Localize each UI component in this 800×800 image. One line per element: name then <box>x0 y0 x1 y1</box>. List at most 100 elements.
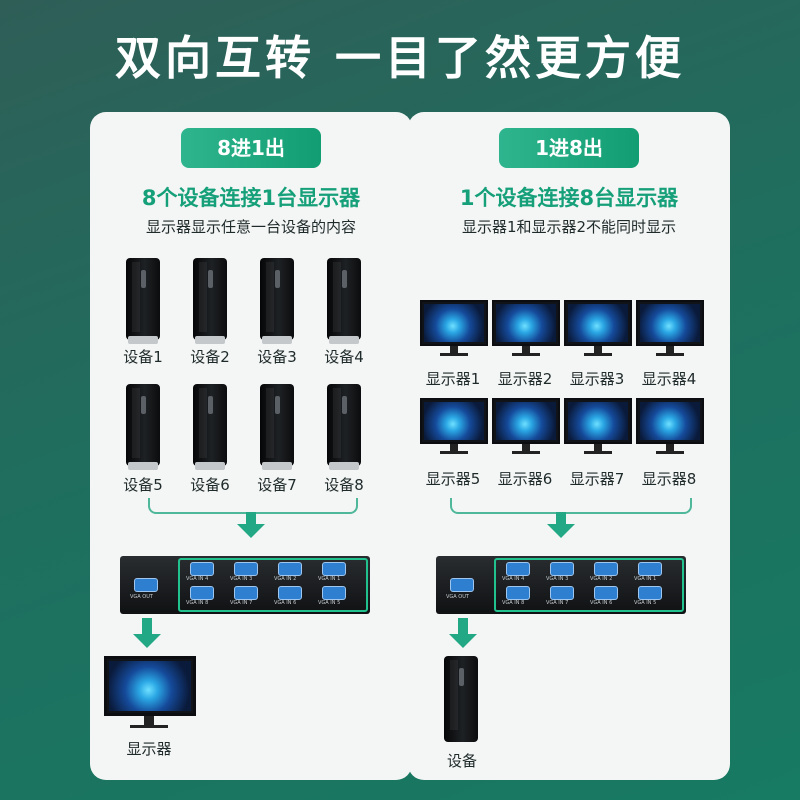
port-label: VGA IN 5 <box>318 600 341 606</box>
device-label: 设备4 <box>324 348 364 366</box>
device-tower-icon <box>260 258 294 340</box>
vga-in-port <box>594 586 618 600</box>
monitor-icon <box>420 398 488 454</box>
monitor-label: 显示器5 <box>425 470 481 488</box>
port-label: VGA IN 6 <box>590 600 613 606</box>
device-base <box>128 336 158 344</box>
device-label: 设备6 <box>190 476 230 494</box>
device-base <box>329 462 359 470</box>
arrow-down-icon <box>133 634 161 648</box>
device-label: 设备2 <box>190 348 230 366</box>
vga-in-port <box>322 586 346 600</box>
device-base <box>329 336 359 344</box>
vga-in-port <box>506 562 530 576</box>
arrow-down-icon <box>237 524 265 538</box>
arrow-down-icon <box>458 618 468 634</box>
monitor-stand <box>144 716 154 726</box>
vga-in-port <box>638 586 662 600</box>
vga-in-port <box>550 586 574 600</box>
port-label: VGA IN 8 <box>186 600 209 606</box>
mode-pill: 8进1出 <box>181 128 321 168</box>
device-tower-icon <box>193 384 227 466</box>
vga-switch: VGA OUT VGA IN 4 VGA IN 3 VGA IN 2 VGA I… <box>436 556 686 614</box>
port-label: VGA IN 7 <box>230 600 253 606</box>
port-label: VGA OUT <box>130 594 153 600</box>
monitor-icon <box>492 398 560 454</box>
device-base <box>262 462 292 470</box>
input-port-group <box>178 558 368 612</box>
vga-in-port <box>278 586 302 600</box>
vga-in-port <box>594 562 618 576</box>
vga-in-port <box>278 562 302 576</box>
port-label: VGA IN 5 <box>634 600 657 606</box>
device-label: 设备5 <box>123 476 163 494</box>
monitor-icon <box>636 300 704 356</box>
vga-in-port <box>550 562 574 576</box>
device-base <box>195 336 225 344</box>
monitor-icon <box>636 398 704 454</box>
arrow-down-icon <box>556 512 566 524</box>
arrow-down-icon <box>547 524 575 538</box>
device-base <box>262 336 292 344</box>
input-port-group <box>494 558 684 612</box>
port-label: VGA IN 6 <box>274 600 297 606</box>
device-tower-icon <box>126 258 160 340</box>
monitor-icon <box>104 656 196 716</box>
group-bracket <box>450 498 692 514</box>
panel-1-in-8-out: 1进8出 1个设备连接8台显示器 显示器1和显示器2不能同时显示 显示器1 显示… <box>408 112 730 780</box>
port-label: VGA OUT <box>446 594 469 600</box>
vga-in-port <box>190 586 214 600</box>
port-label: VGA IN 1 <box>634 576 657 582</box>
monitor-label: 显示器1 <box>425 370 481 388</box>
device-tower-icon <box>126 384 160 466</box>
port-label: VGA IN 2 <box>274 576 297 582</box>
monitor-label: 显示器8 <box>641 470 697 488</box>
device-tower-icon <box>193 258 227 340</box>
monitor-icon <box>492 300 560 356</box>
port-label: VGA IN 3 <box>546 576 569 582</box>
mode-pill: 1进8出 <box>499 128 639 168</box>
device-label: 设备7 <box>257 476 297 494</box>
port-label: VGA IN 4 <box>186 576 209 582</box>
monitor-label: 显示器2 <box>497 370 553 388</box>
arrow-down-icon <box>246 512 256 524</box>
vga-in-port <box>638 562 662 576</box>
vga-in-port <box>190 562 214 576</box>
vga-switch: VGA OUT VGA IN 4 VGA IN 3 VGA IN 2 VGA I… <box>120 556 370 614</box>
device-tower-icon <box>327 258 361 340</box>
monitor-label: 显示器 <box>126 740 172 758</box>
monitor-foot <box>130 725 168 728</box>
monitor-icon <box>564 300 632 356</box>
port-label: VGA IN 7 <box>546 600 569 606</box>
vga-out-port <box>450 578 474 592</box>
device-label: 设备3 <box>257 348 297 366</box>
vga-in-port <box>234 562 258 576</box>
device-label: 设备 <box>446 752 477 770</box>
panel-heading: 1个设备连接8台显示器 <box>459 186 679 210</box>
device-tower-icon <box>444 656 478 742</box>
monitor-label: 显示器6 <box>497 470 553 488</box>
vga-in-port <box>234 586 258 600</box>
device-label: 设备8 <box>324 476 364 494</box>
device-base <box>128 462 158 470</box>
vga-in-port <box>322 562 346 576</box>
panel-heading: 8个设备连接1台显示器 <box>141 186 361 210</box>
vga-in-port <box>506 586 530 600</box>
port-label: VGA IN 8 <box>502 600 525 606</box>
port-label: VGA IN 4 <box>502 576 525 582</box>
panel-8-in-1-out: 8进1出 8个设备连接1台显示器 显示器显示任意一台设备的内容 设备1 设备2 … <box>90 112 412 780</box>
monitor-label: 显示器4 <box>641 370 697 388</box>
arrow-down-icon <box>142 618 152 634</box>
port-label: VGA IN 1 <box>318 576 341 582</box>
monitor-label: 显示器7 <box>569 470 625 488</box>
port-label: VGA IN 3 <box>230 576 253 582</box>
device-tower-icon <box>327 384 361 466</box>
device-label: 设备1 <box>123 348 163 366</box>
arrow-down-icon <box>449 634 477 648</box>
monitor-icon <box>564 398 632 454</box>
panel-subtitle: 显示器显示任意一台设备的内容 <box>145 218 356 236</box>
device-base <box>195 462 225 470</box>
monitor-label: 显示器3 <box>569 370 625 388</box>
device-tower-icon <box>260 384 294 466</box>
monitor-icon <box>420 300 488 356</box>
